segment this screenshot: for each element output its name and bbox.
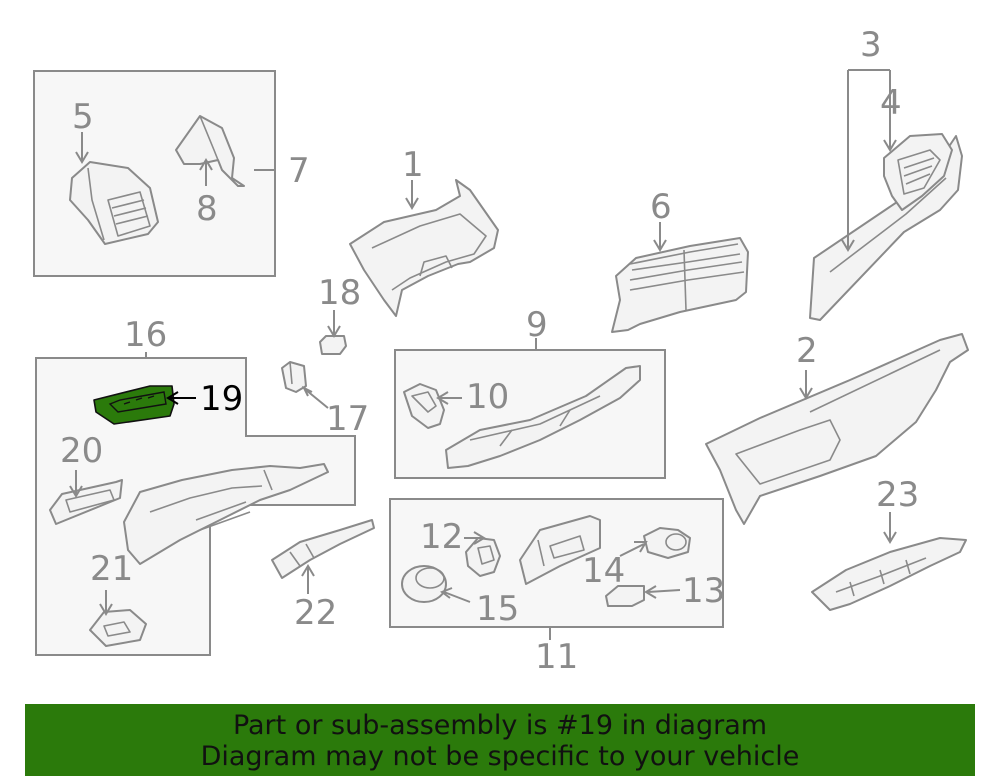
- part-1-cluster-bezel[interactable]: [349, 179, 499, 317]
- callout-11: 11: [535, 637, 578, 677]
- callout-9: 9: [526, 305, 548, 345]
- leader-lines: [69, 69, 897, 640]
- part-14-button[interactable]: [643, 527, 691, 559]
- part-20-switch-panel[interactable]: [49, 479, 123, 525]
- banner-line-1: Part or sub-assembly is #19 in diagram: [232, 710, 768, 741]
- part-8-trim-cap[interactable]: [175, 115, 245, 187]
- banner-line-2: Diagram may not be specific to your vehi…: [200, 741, 800, 772]
- part-17-bracket[interactable]: [281, 361, 307, 393]
- callout-8: 8: [196, 189, 218, 229]
- part-19-highlighted[interactable]: [93, 385, 175, 425]
- callout-18: 18: [318, 273, 361, 313]
- callout-1: 1: [402, 145, 424, 185]
- callout-15: 15: [476, 589, 519, 629]
- callout-19: 19: [200, 379, 243, 419]
- callout-10: 10: [466, 377, 509, 417]
- parts-diagram: 1 2 3 4 5 6 7 8 9 10 11 12 13 14 15 16 1…: [33, 25, 969, 677]
- callout-2: 2: [796, 331, 818, 371]
- callout-23: 23: [876, 475, 919, 515]
- callout-22: 22: [294, 593, 337, 633]
- part-5-air-vent[interactable]: [69, 161, 159, 245]
- part-10-switch[interactable]: [403, 383, 445, 429]
- part-13-small-switch[interactable]: [605, 585, 645, 607]
- part-9-console-trim[interactable]: [445, 365, 641, 469]
- part-23-bracket-panel[interactable]: [811, 537, 967, 611]
- callout-21: 21: [90, 549, 133, 589]
- callout-13: 13: [682, 571, 725, 611]
- callout-20: 20: [60, 431, 103, 471]
- part-4-side-vent[interactable]: [883, 133, 953, 211]
- part-11-switch-bank[interactable]: [519, 515, 601, 585]
- callout-14: 14: [582, 551, 625, 591]
- part-18-clip[interactable]: [319, 335, 347, 355]
- callout-16: 16: [124, 315, 167, 355]
- part-15-rotary-knob[interactable]: [401, 565, 447, 603]
- part-2-dash-trim[interactable]: [705, 333, 969, 525]
- callout-6: 6: [650, 187, 672, 227]
- callout-5: 5: [72, 97, 94, 137]
- callout-4: 4: [880, 83, 902, 123]
- callout-17: 17: [326, 399, 369, 439]
- part-22-trim-strip[interactable]: [271, 519, 375, 579]
- part-16-glove-box[interactable]: [123, 463, 329, 565]
- callout-7: 7: [288, 151, 310, 191]
- part-6-center-vents[interactable]: [611, 237, 749, 333]
- callout-12: 12: [420, 517, 463, 557]
- group-box-7: [33, 70, 276, 277]
- info-banner: Part or sub-assembly is #19 in diagram D…: [25, 704, 975, 776]
- callout-3: 3: [860, 25, 882, 65]
